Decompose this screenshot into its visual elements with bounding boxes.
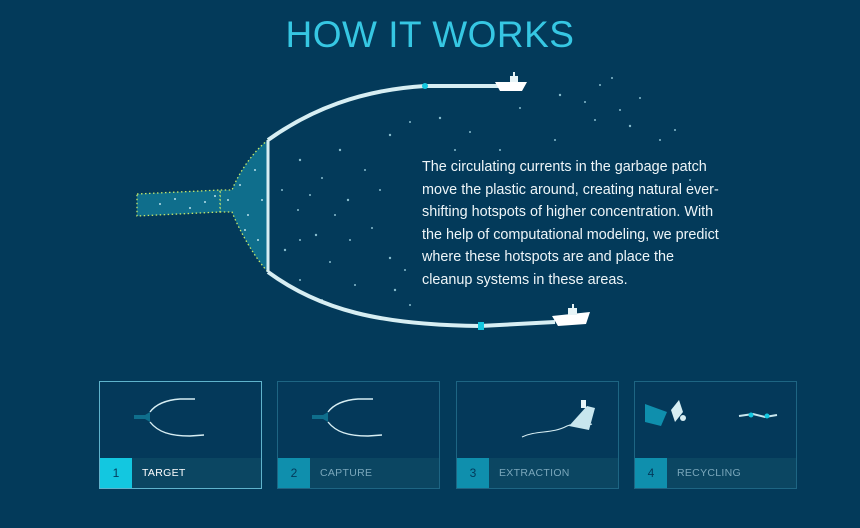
- capture-thumb-icon: [312, 398, 383, 437]
- step-number: 1: [100, 458, 132, 488]
- step-footer: 1 TARGET: [100, 458, 261, 488]
- target-thumb-icon: [134, 398, 205, 437]
- step-card-capture[interactable]: 2 CAPTURE: [277, 381, 440, 489]
- cleanup-system-illustration: [136, 72, 691, 330]
- step-label: EXTRACTION: [499, 467, 570, 479]
- step-card-extraction[interactable]: 3 EXTRACTION: [456, 381, 619, 489]
- cone-particles: [159, 169, 263, 241]
- extraction-thumb-icon: [521, 400, 595, 438]
- upper-buoy: [422, 83, 428, 89]
- description-text: The circulating currents in the garbage …: [422, 159, 719, 288]
- step-card-recycling[interactable]: 4 RECYCLING: [634, 381, 797, 489]
- lower-barrier: [266, 270, 556, 329]
- recycling-thumb-icon: [645, 400, 778, 426]
- upper-barrier: [266, 84, 500, 142]
- upper-boat-icon: [495, 72, 527, 91]
- step-number: 3: [457, 458, 489, 488]
- collection-tail: [136, 189, 221, 217]
- lower-buoy: [478, 322, 484, 330]
- step-label: RECYCLING: [677, 467, 741, 479]
- step-footer: 2 CAPTURE: [278, 458, 439, 488]
- step-label: TARGET: [142, 467, 186, 479]
- step-number: 2: [278, 458, 310, 488]
- step-number: 4: [635, 458, 667, 488]
- lower-boat-icon: [552, 304, 590, 326]
- collection-cone: [219, 138, 269, 274]
- step-card-target[interactable]: 1 TARGET: [99, 381, 262, 489]
- page-title: HOW IT WORKS: [285, 14, 575, 55]
- step-footer: 4 RECYCLING: [635, 458, 796, 488]
- step-label: CAPTURE: [320, 467, 373, 479]
- plastic-particles: [281, 77, 691, 306]
- step-footer: 3 EXTRACTION: [457, 458, 618, 488]
